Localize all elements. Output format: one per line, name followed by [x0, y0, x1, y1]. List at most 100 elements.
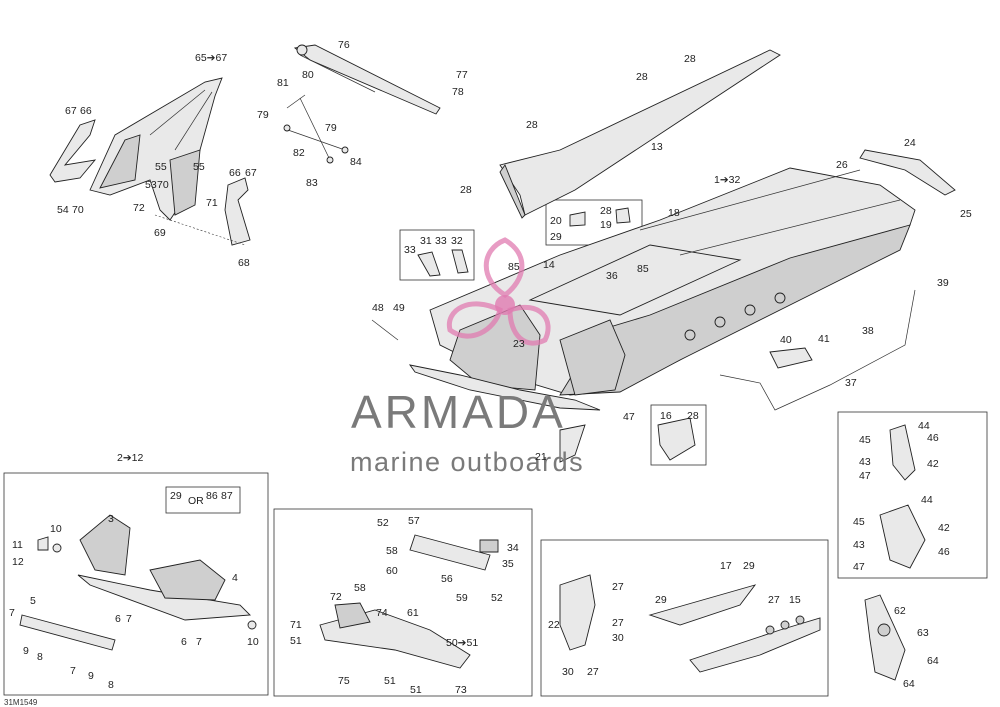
callout: 37 [845, 377, 857, 389]
callout: 28 [684, 53, 696, 65]
skid-plate [319, 534, 499, 669]
callout: 6 [115, 613, 121, 625]
bracket-16 [657, 417, 696, 461]
callout: 67 [65, 105, 77, 117]
callout: 54 [57, 204, 69, 216]
callout: 79 [325, 122, 337, 134]
callout: 1➔32 [714, 174, 740, 186]
detail-box-small-brackets [399, 229, 475, 281]
callout: 30 [612, 632, 624, 644]
callout: 79 [257, 109, 269, 121]
callout: 76 [338, 39, 350, 51]
callout: 47 [859, 470, 871, 482]
callout: 24 [904, 137, 916, 149]
callout: 28 [460, 184, 472, 196]
callout: 33 [435, 235, 447, 247]
watermark-tagline: marine outboards [350, 447, 584, 477]
callout: 42 [938, 522, 950, 534]
callout: 52 [377, 517, 389, 529]
callout: 80 [302, 69, 314, 81]
callout: 43 [853, 539, 865, 551]
callout: 71 [290, 619, 302, 631]
rod-48 [371, 319, 399, 341]
callout: 21 [535, 451, 547, 463]
steering-rods [283, 44, 441, 164]
callout: 81 [277, 77, 289, 89]
callout: 29 [170, 490, 182, 502]
callout: 40 [780, 334, 792, 346]
callout: 46 [927, 432, 939, 444]
callout: 63 [917, 627, 929, 639]
callout: 10 [247, 636, 259, 648]
bracket-40 [769, 347, 813, 369]
callout: 51 [410, 684, 422, 696]
callout: 77 [456, 69, 468, 81]
running-board-rail [859, 149, 956, 196]
callout: 39 [937, 277, 949, 289]
detail-box-bumper-assembly [3, 472, 269, 696]
callout: 58 [386, 545, 398, 557]
callout: 51 [290, 635, 302, 647]
callout: 12 [12, 556, 24, 568]
callout: 22 [548, 619, 560, 631]
callout: 28 [600, 205, 612, 217]
callout: 85 [637, 263, 649, 275]
callout: 18 [668, 207, 680, 219]
callout: 36 [606, 270, 618, 282]
callout: 47 [623, 411, 635, 423]
callout: 34 [507, 542, 519, 554]
callout: 27 [768, 594, 780, 606]
callout: 55 [155, 161, 167, 173]
callout: 65➔67 [195, 52, 227, 64]
callout: 29 [743, 560, 755, 572]
callout: 19 [600, 219, 612, 231]
callout: 62 [894, 605, 906, 617]
callout: 84 [350, 156, 362, 168]
detail-box-side-panels [540, 539, 829, 697]
callout: OR [188, 495, 204, 507]
callout: 70 [157, 179, 169, 191]
callout: 7 [196, 636, 202, 648]
clip-20 [569, 211, 586, 227]
callout: 32 [451, 235, 463, 247]
propeller-logo [446, 237, 551, 346]
callout: 35 [502, 558, 514, 570]
callout: 6 [181, 636, 187, 648]
callout: 82 [293, 147, 305, 159]
callout: 87 [221, 490, 233, 502]
callout: 4 [232, 572, 238, 584]
callout: 47 [853, 561, 865, 573]
callout: 42 [927, 458, 939, 470]
callout: 11 [12, 539, 23, 551]
callout: 17 [720, 560, 732, 572]
callout: 8 [37, 651, 43, 663]
callout: 74 [376, 607, 388, 619]
callout: 43 [859, 456, 871, 468]
callout: 13 [651, 141, 663, 153]
callout: 73 [455, 684, 467, 696]
callout: 72 [330, 591, 342, 603]
callout: 67 [245, 167, 257, 179]
watermark: ARMADA marine outboards [350, 237, 584, 477]
callout: 45 [853, 516, 865, 528]
callout: 71 [206, 197, 218, 209]
callout: 20 [550, 215, 562, 227]
detail-box-footrest-brackets [837, 411, 988, 579]
callout: 14 [543, 259, 555, 271]
callout: 52 [491, 592, 503, 604]
bracket-33-right [451, 249, 469, 274]
callout: 31 [420, 235, 432, 247]
callout: 7 [126, 613, 132, 625]
callout: 9 [23, 645, 29, 657]
callout: 5 [30, 595, 36, 607]
callout: 28 [636, 71, 648, 83]
callout: 45 [859, 434, 871, 446]
callout: 27 [612, 581, 624, 593]
callout: 70 [72, 204, 84, 216]
callout: 16 [660, 410, 672, 422]
callout: 83 [306, 177, 318, 189]
callout: 56 [441, 573, 453, 585]
callout: 10 [50, 523, 62, 535]
callout: 44 [918, 420, 930, 432]
